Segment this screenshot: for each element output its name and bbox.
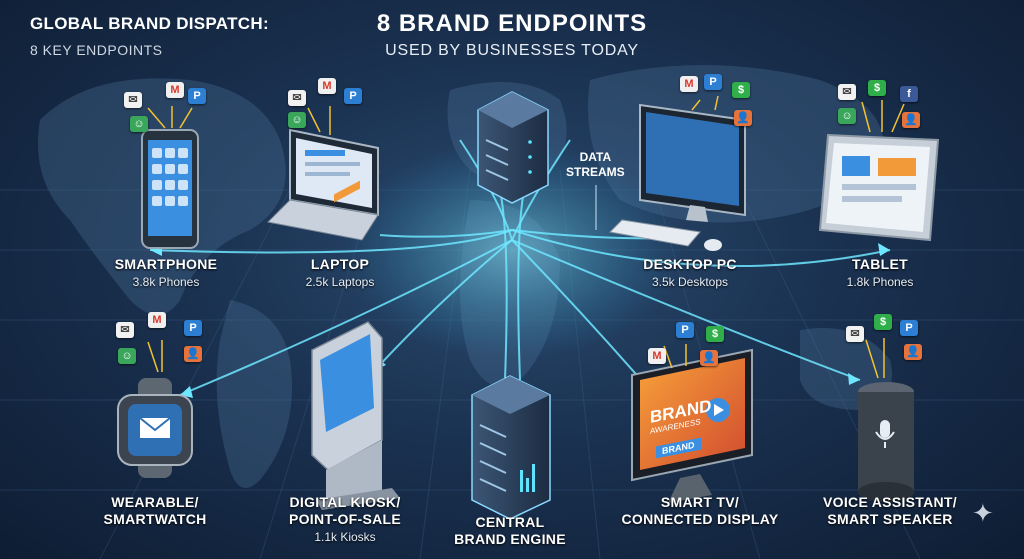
smartphone-graphic xyxy=(141,129,199,249)
endpoint-label-voice-assistant: VOICE ASSISTANT/ SMART SPEAKER xyxy=(800,494,980,528)
laptop-graphic xyxy=(266,128,379,241)
dollar-icon: $ xyxy=(706,326,724,342)
endpoint-count-laptop: 2.5k Laptops xyxy=(305,275,375,289)
tablet-graphic xyxy=(818,133,940,242)
endpoint-count-desktop: 3.5k Desktops xyxy=(651,275,729,289)
smart-speaker-graphic xyxy=(858,382,914,502)
kiosk-graphic xyxy=(311,180,400,510)
endpoint-label-voice-assistant-line2: SMART SPEAKER xyxy=(827,511,953,527)
smartwatch-graphic xyxy=(117,378,193,478)
endpoint-label-smart-tv-line2: CONNECTED DISPLAY xyxy=(621,511,779,527)
endpoint-count-tablet: 1.8k Phones xyxy=(846,275,914,289)
endpoint-label-kiosk-line1: DIGITAL KIOSK/ xyxy=(289,494,401,510)
p-icon: P xyxy=(704,74,722,90)
mail-icon: ✉ xyxy=(838,84,856,100)
endpoint-label-wearable: WEARABLE/ SMARTWATCH xyxy=(70,494,240,528)
top-server-graphic xyxy=(477,91,549,204)
dollar-icon: $ xyxy=(874,314,892,330)
user-icon: 👤 xyxy=(184,346,202,362)
data-streams-line2: STREAMS xyxy=(566,165,625,179)
data-streams-line1: DATA xyxy=(579,150,612,164)
mail-icon: ✉ xyxy=(116,322,134,338)
user-icon: 👤 xyxy=(734,110,752,126)
bottom-server-graphic xyxy=(471,375,551,520)
endpoint-label-smart-tv-line1: SMART TV/ xyxy=(660,494,740,510)
endpoint-count-smartphone: 3.8k Phones xyxy=(132,275,200,289)
endpoint-label-smartphone: SMARTPHONE xyxy=(114,256,218,272)
central-engine-line1: CENTRAL xyxy=(475,514,545,530)
endpoint-label-laptop: LAPTOP xyxy=(310,256,370,272)
user-icon: 👤 xyxy=(700,350,718,366)
central-engine-line2: BRAND ENGINE xyxy=(454,531,566,547)
facebook-icon: f xyxy=(900,86,918,102)
endpoint-label-voice-assistant-line1: VOICE ASSISTANT/ xyxy=(823,494,957,510)
central-engine-label: CENTRAL BRAND ENGINE xyxy=(440,514,580,548)
p-icon: P xyxy=(900,320,918,336)
p-icon: P xyxy=(344,88,362,104)
gmail-icon: M xyxy=(166,82,184,98)
p-icon: P xyxy=(188,88,206,104)
chat-icon: ☺ xyxy=(130,116,148,132)
p-icon: P xyxy=(184,320,202,336)
chat-icon: ☺ xyxy=(118,348,136,364)
user-icon: 👤 xyxy=(902,112,920,128)
gmail-icon: M xyxy=(648,348,666,364)
data-streams-label: DATA STREAMS xyxy=(566,150,625,180)
gmail-icon: M xyxy=(680,76,698,92)
page-subtitle: USED BY BUSINESSES TODAY xyxy=(385,42,639,59)
mail-icon: ✉ xyxy=(288,90,306,106)
endpoint-label-kiosk: DIGITAL KIOSK/ POINT-OF-SALE xyxy=(270,494,420,528)
user-icon: 👤 xyxy=(904,344,922,360)
page-title: 8 BRAND ENDPOINTS xyxy=(376,10,648,37)
endpoint-label-kiosk-line2: POINT-OF-SALE xyxy=(288,511,401,527)
chat-icon: ☺ xyxy=(288,112,306,128)
mail-icon: ✉ xyxy=(846,326,864,342)
mail-icon: ✉ xyxy=(124,92,142,108)
endpoint-label-smart-tv: SMART TV/ CONNECTED DISPLAY xyxy=(605,494,795,528)
p-icon: P xyxy=(676,322,694,338)
endpoint-label-desktop: DESKTOP PC xyxy=(643,256,737,272)
data-streams xyxy=(149,139,891,396)
endpoint-label-wearable-line2: SMARTWATCH xyxy=(103,511,207,527)
endpoint-count-kiosk: 1.1k Kiosks xyxy=(314,530,376,544)
endpoint-label-wearable-line1: WEARABLE/ xyxy=(111,494,199,510)
dollar-icon: $ xyxy=(732,82,750,98)
gmail-icon: M xyxy=(148,312,166,328)
sparkle-icon: ✦ xyxy=(972,498,994,528)
header-left-subtitle: 8 KEY ENDPOINTS xyxy=(30,42,163,58)
header-left-title: GLOBAL BRAND DISPATCH: xyxy=(30,14,269,33)
endpoint-label-tablet: TABLET xyxy=(852,256,908,272)
notification-arrows xyxy=(147,95,905,379)
gmail-icon: M xyxy=(318,78,336,94)
dollar-icon: $ xyxy=(868,80,886,96)
desktop-graphic xyxy=(608,103,746,251)
chat-icon: ☺ xyxy=(838,108,856,124)
